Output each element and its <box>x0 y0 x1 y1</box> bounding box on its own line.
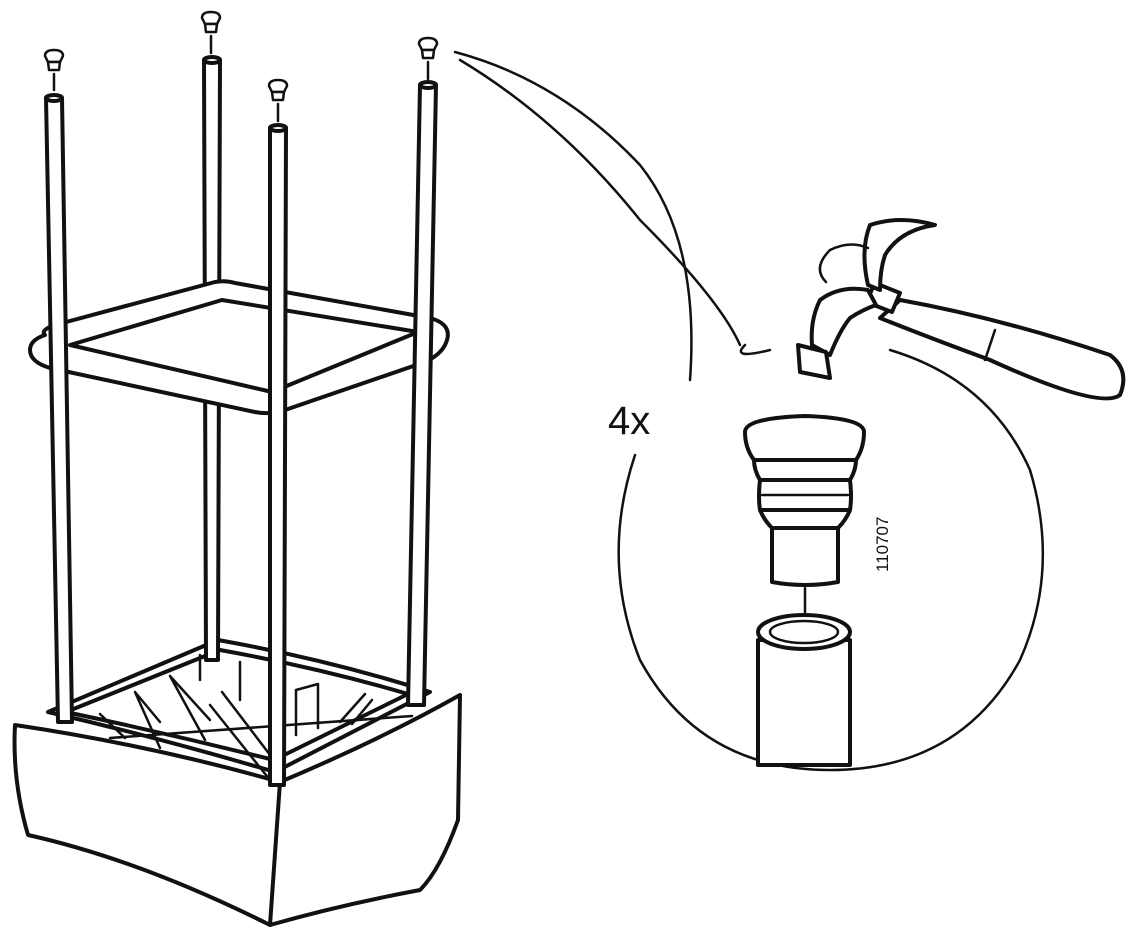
quantity-label: 4x <box>608 399 650 443</box>
part-number: 110707 <box>873 517 892 572</box>
leg-front <box>268 123 288 787</box>
planter-base <box>12 638 462 927</box>
tube-end-icon <box>756 613 852 767</box>
end-cap-icon <box>43 10 439 123</box>
ring-frame <box>28 279 450 416</box>
callout-circle <box>617 348 1045 772</box>
callout-pointer-outer <box>453 50 693 382</box>
leg-right <box>406 80 438 707</box>
end-cap-detail <box>743 414 866 630</box>
detail-callout <box>453 50 1045 772</box>
callout-pointer-inner <box>458 58 742 347</box>
leg-left <box>44 93 74 724</box>
stand-assembly-icon <box>12 10 462 927</box>
hammer-icon <box>796 218 1126 401</box>
